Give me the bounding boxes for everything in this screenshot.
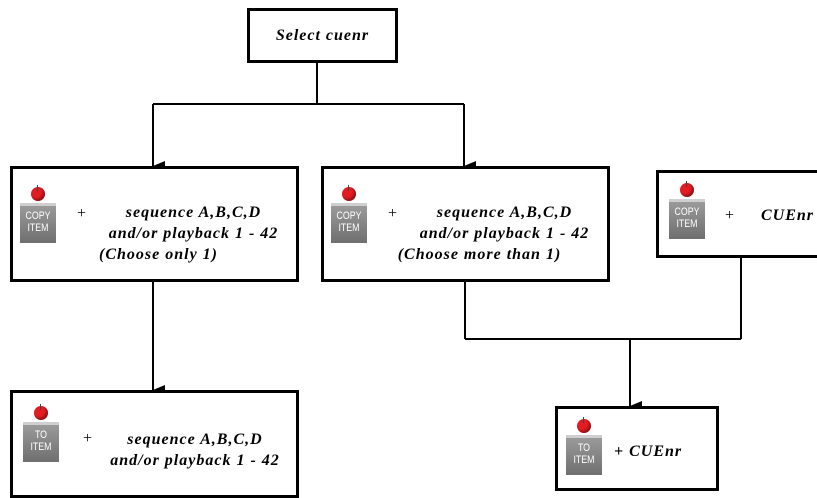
- copy-item-choose-many-box: COPY ITEM + sequence A,B,C,D and/or play…: [321, 166, 610, 282]
- box1-text: sequence A,B,C,D and/or playback 1 - 42 …: [99, 204, 279, 263]
- copy-item-key: COPY ITEM: [669, 181, 705, 239]
- plus-sign: +: [388, 205, 398, 222]
- select-cuenr-label: Select cuenr: [275, 26, 370, 44]
- copy-item-choose-one-box: COPY ITEM + sequence A,B,C,D and/or play…: [10, 166, 299, 282]
- copy-item-cuenr-box: COPY ITEM + CUEnr: [656, 170, 817, 258]
- box5-text: + CUEnr: [614, 443, 683, 460]
- box2-text: sequence A,B,C,D and/or playback 1 - 42 …: [397, 204, 590, 263]
- to-item-key: TO ITEM: [23, 404, 59, 462]
- copy-item-key: COPY ITEM: [331, 185, 367, 243]
- copy-item-key: COPY ITEM: [20, 185, 56, 243]
- to-item-sequence-box: TO ITEM + sequence A,B,C,D and/or playba…: [10, 390, 299, 498]
- to-item-key: TO ITEM: [566, 417, 602, 475]
- box3-text: CUEnr: [761, 207, 815, 224]
- box4-text: sequence A,B,C,D and/or playback 1 - 42: [110, 431, 280, 469]
- plus-sign: +: [77, 205, 87, 222]
- select-cuenr-box: Select cuenr: [247, 8, 398, 63]
- led-icon: [577, 417, 591, 433]
- led-icon: [34, 404, 48, 420]
- led-icon: [342, 185, 356, 201]
- to-item-cuenr-box: TO ITEM + CUEnr: [555, 406, 719, 491]
- plus-sign: +: [83, 430, 93, 447]
- plus-sign: +: [725, 207, 735, 224]
- led-icon: [31, 185, 45, 201]
- led-icon: [680, 181, 694, 197]
